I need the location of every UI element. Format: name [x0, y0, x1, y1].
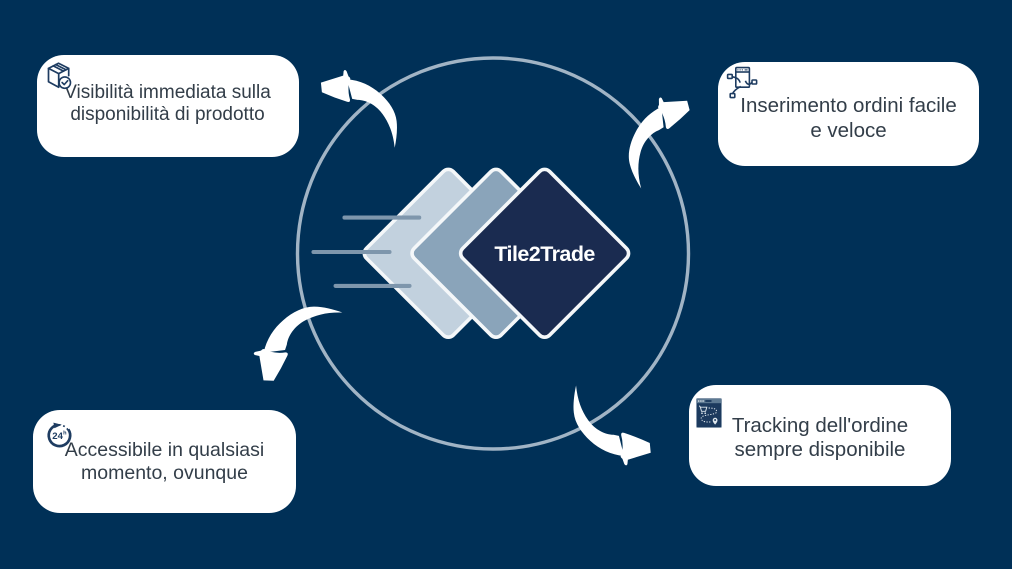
svg-text:Tile2Trade: Tile2Trade — [494, 242, 595, 266]
svg-text:24: 24 — [52, 431, 63, 442]
svg-text:h: h — [63, 430, 67, 436]
